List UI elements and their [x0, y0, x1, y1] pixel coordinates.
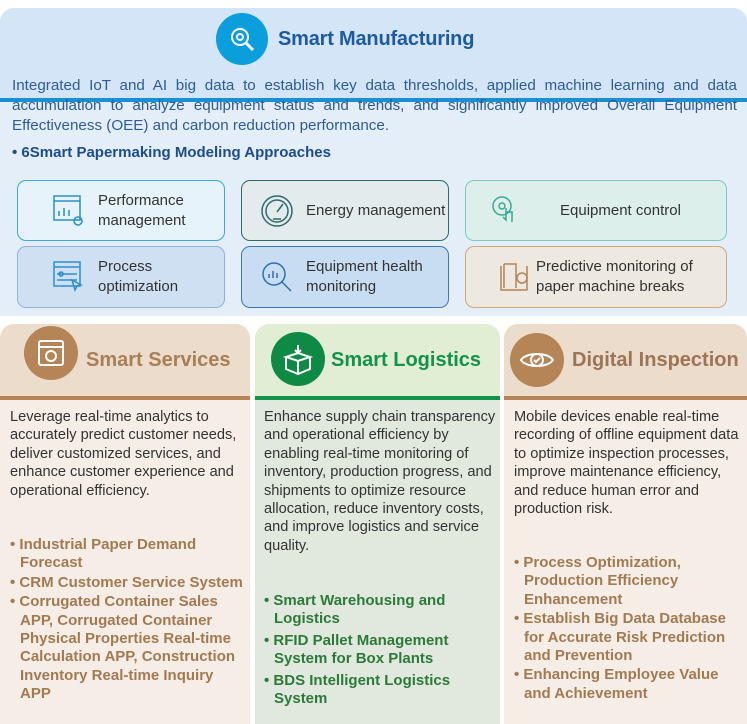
column-description: Mobile devices enable real-time recordin…	[514, 409, 739, 518]
column-description: Leverage real-time analytics to accurate…	[10, 409, 237, 499]
divider	[0, 396, 250, 400]
bullet-list: Process Optimization, Production Efficie…	[514, 554, 747, 704]
manufacturing-header	[0, 8, 747, 98]
card-process-optimization: Process optimization	[17, 246, 225, 308]
card-label: Performance management	[98, 191, 186, 229]
wrench-gear-icon	[216, 13, 268, 65]
bullet-list: Industrial Paper Demand Forecast CRM Cus…	[10, 536, 246, 705]
smart-services-column: Smart Services Leverage real-time analyt…	[0, 324, 250, 724]
dashboard-chart-gear-icon	[53, 194, 83, 226]
card-energy-management: Energy management	[241, 180, 449, 241]
card-predictive-monitoring: Predictive monitoring of paper machine b…	[465, 246, 727, 308]
column-description: Enhance supply chain transparency and op…	[264, 409, 496, 554]
list-item: BDS Intelligent Logistics System	[264, 672, 498, 709]
list-item: Industrial Paper Demand Forecast	[10, 536, 246, 573]
manufacturing-title: Smart Manufacturing	[278, 28, 475, 50]
book-gear-icon	[500, 263, 528, 291]
column-title: Digital Inspection	[572, 349, 739, 371]
divider	[0, 98, 747, 102]
card-label: Equipment control	[560, 201, 681, 219]
browser-gear-icon	[24, 326, 78, 380]
divider	[255, 396, 500, 400]
list-item: Smart Warehousing and Logistics	[264, 592, 498, 629]
list-item: Corrugated Container Sales APP, Corrugat…	[10, 593, 246, 703]
card-equipment-control: Equipment control	[465, 180, 727, 241]
column-body	[255, 400, 500, 724]
box-arrow-icon	[271, 332, 325, 386]
list-item: CRM Customer Service System	[10, 574, 246, 592]
gauge-icon	[261, 194, 293, 227]
digital-inspection-column: Digital Inspection Mobile devices enable…	[504, 324, 747, 724]
manufacturing-description: Integrated IoT and AI big data to establ…	[12, 77, 737, 134]
list-item: Process Optimization, Production Efficie…	[514, 554, 747, 609]
bullet-list: Smart Warehousing and Logistics RFID Pal…	[264, 592, 498, 709]
card-label: Predictive monitoring of paper machine b…	[536, 258, 693, 295]
card-performance-management: Performance management	[17, 180, 225, 241]
list-item: Establish Big Data Database for Accurate…	[514, 610, 747, 665]
gear-hand-icon	[492, 195, 513, 222]
list-item: Enhancing Employee Value and Achievement	[514, 666, 747, 703]
column-title: Smart Services	[86, 349, 231, 371]
divider	[504, 396, 747, 400]
card-label: Equipment health monitoring	[306, 258, 423, 295]
card-label: Energy management	[306, 201, 446, 219]
window-slider-cursor-icon	[53, 261, 84, 293]
card-label: Process optimization	[98, 258, 179, 295]
card-equipment-health-monitoring: Equipment health monitoring	[241, 246, 449, 308]
list-item: RFID Pallet Management System for Box Pl…	[264, 632, 498, 669]
approaches-heading: • 6Smart Papermaking Modeling Approaches	[12, 144, 331, 161]
magnifier-chart-icon	[262, 262, 292, 292]
eye-check-icon	[510, 333, 564, 387]
smart-logistics-column: Smart Logistics Enhance supply chain tra…	[255, 324, 500, 724]
column-title: Smart Logistics	[331, 349, 482, 371]
